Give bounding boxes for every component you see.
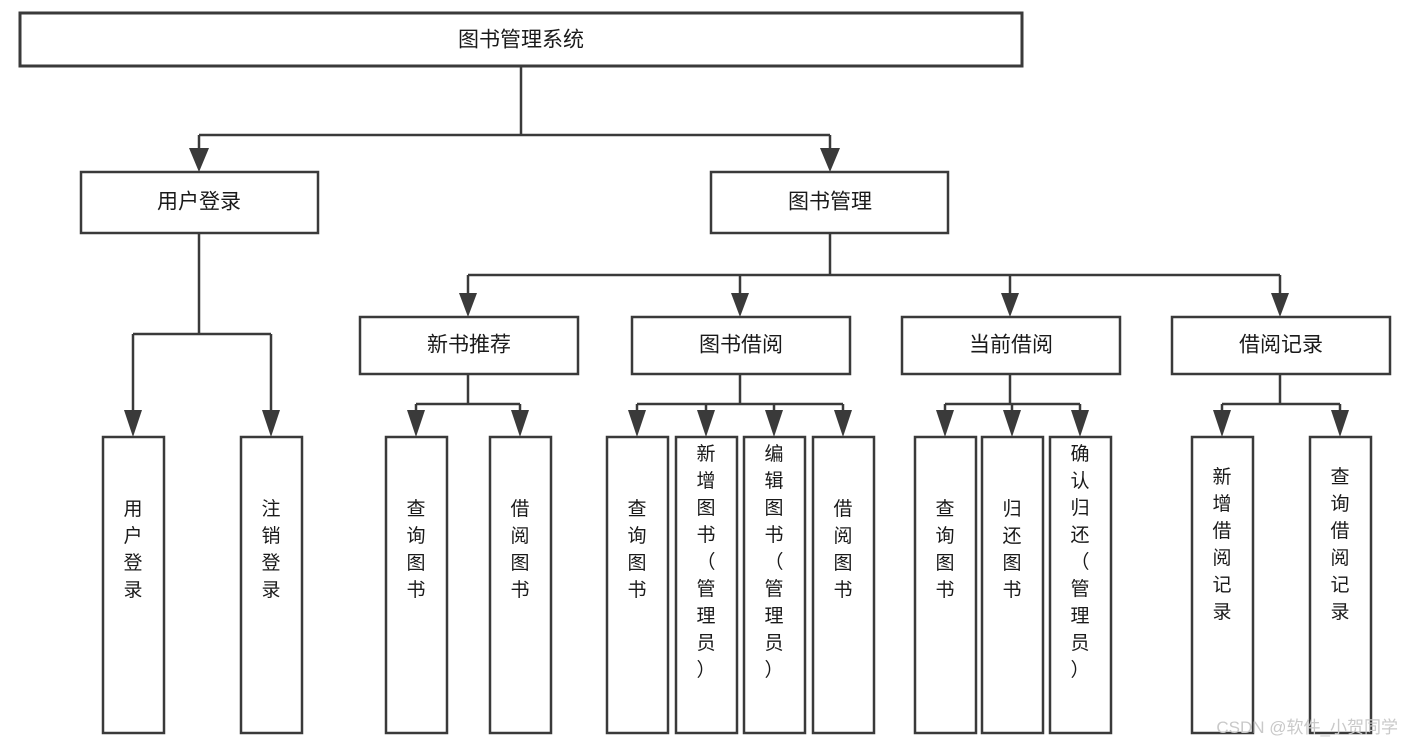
arrow-to-new-book-recommend [459,293,477,317]
node-leaf-query-book-3-box[interactable] [913,435,978,735]
node-leaf-borrow-book-1-label: 借阅图书 [510,498,529,601]
node-leaf-borrow-book-2-label: 借阅图书 [833,498,852,601]
node-new-book-recommend[interactable]: 新书推荐 [358,315,580,376]
node-leaf-query-book-2-box[interactable] [605,435,670,735]
node-leaf-confirm-return[interactable]: 确认归还（管理员） [1048,435,1113,735]
arrow-to-user-login [189,148,209,172]
node-leaf-add-record-label: 新增借阅记录 [1212,466,1231,623]
node-current-borrow-box[interactable] [900,315,1122,376]
node-leaf-edit-book-label: 编辑图书（管理员） [764,443,783,681]
node-leaf-query-book-3[interactable]: 查询图书 [913,435,978,735]
arrow-to-borrow-record [1271,293,1289,317]
node-leaf-user-login-label: 用户登录 [123,499,142,601]
node-borrow-record-box[interactable] [1170,315,1392,376]
arrow-to-leaf-borrow-book-1 [511,410,529,437]
node-current-borrow[interactable]: 当前借阅 [900,315,1122,376]
arrow-to-leaf-return-book [1003,410,1021,437]
node-leaf-query-record-label: 查询借阅记录 [1330,466,1349,623]
connector-layer [124,66,1349,437]
node-book-borrow-label: 图书借阅 [699,334,783,357]
node-leaf-return-book-label: 归还图书 [1002,498,1021,601]
arrow-to-leaf-add-book [697,410,715,437]
node-leaf-return-book-box[interactable] [980,435,1045,735]
arrow-to-book-management [820,148,840,172]
node-user-login-label: 用户登录 [157,191,241,214]
csdn-watermark: CSDN @软件_小贺同学 [1216,718,1398,737]
node-borrow-record[interactable]: 借阅记录 [1170,315,1392,376]
node-root[interactable]: 图书管理系统 [18,11,1024,68]
node-leaf-edit-book[interactable]: 编辑图书（管理员） [742,435,807,735]
node-leaf-user-login[interactable]: 用户登录 [101,435,166,735]
node-leaf-query-book-3-label: 查询图书 [935,498,954,601]
node-leaf-add-book-box[interactable] [674,435,739,735]
node-leaf-query-record[interactable]: 查询借阅记录 [1308,435,1373,735]
node-leaf-query-record-box[interactable] [1308,435,1373,735]
arrow-to-book-borrow [731,293,749,317]
node-current-borrow-label: 当前借阅 [969,334,1053,357]
node-leaf-logout[interactable]: 注销登录 [239,435,304,735]
arrow-to-leaf-borrow-book-2 [834,410,852,437]
node-leaf-query-book-2-label: 查询图书 [627,498,646,601]
arrow-to-leaf-user-login [124,410,142,437]
node-leaf-borrow-book-2[interactable]: 借阅图书 [811,435,876,735]
node-leaf-confirm-return-box[interactable] [1048,435,1113,735]
arrow-to-leaf-add-record [1213,410,1231,437]
node-user-login[interactable]: 用户登录 [79,170,320,235]
node-leaf-add-record-box[interactable] [1190,435,1255,735]
node-root-box[interactable] [18,11,1024,68]
node-leaf-add-record[interactable]: 新增借阅记录 [1190,435,1255,735]
node-book-borrow[interactable]: 图书借阅 [630,315,852,376]
node-leaf-user-login-box[interactable] [101,435,166,735]
node-leaf-query-book-2[interactable]: 查询图书 [605,435,670,735]
node-new-book-recommend-label: 新书推荐 [427,334,511,357]
arrow-to-leaf-query-book-1 [407,410,425,437]
node-leaf-query-book-1-box[interactable] [384,435,449,735]
node-new-book-recommend-box[interactable] [358,315,580,376]
node-book-management[interactable]: 图书管理 [709,170,950,235]
node-leaf-edit-book-box[interactable] [742,435,807,735]
node-leaf-query-book-1[interactable]: 查询图书 [384,435,449,735]
node-leaf-add-book-label: 新增图书（管理员） [696,443,715,681]
node-leaf-borrow-book-2-box[interactable] [811,435,876,735]
node-borrow-record-label: 借阅记录 [1239,334,1323,357]
node-leaf-borrow-book-1-box[interactable] [488,435,553,735]
node-book-management-label: 图书管理 [788,191,872,214]
arrow-to-leaf-edit-book [765,410,783,437]
node-leaf-confirm-return-label: 确认归还（管理员） [1070,443,1089,681]
arrow-to-leaf-query-book-2 [628,410,646,437]
arrow-to-leaf-query-record [1331,410,1349,437]
arrow-to-leaf-query-book-3 [936,410,954,437]
node-leaf-add-book[interactable]: 新增图书（管理员） [674,435,739,735]
node-book-management-box[interactable] [709,170,950,235]
node-leaf-logout-box[interactable] [239,435,304,735]
node-leaf-return-book[interactable]: 归还图书 [980,435,1045,735]
node-user-login-box[interactable] [79,170,320,235]
node-leaf-borrow-book-1[interactable]: 借阅图书 [488,435,553,735]
arrow-to-leaf-confirm-return [1071,410,1089,437]
node-book-borrow-box[interactable] [630,315,852,376]
node-leaf-query-book-1-label: 查询图书 [406,498,425,601]
arrow-to-current-borrow [1001,293,1019,317]
node-leaf-logout-label: 注销登录 [261,498,280,601]
node-root-label: 图书管理系统 [458,29,584,52]
arrow-to-leaf-logout [262,410,280,437]
